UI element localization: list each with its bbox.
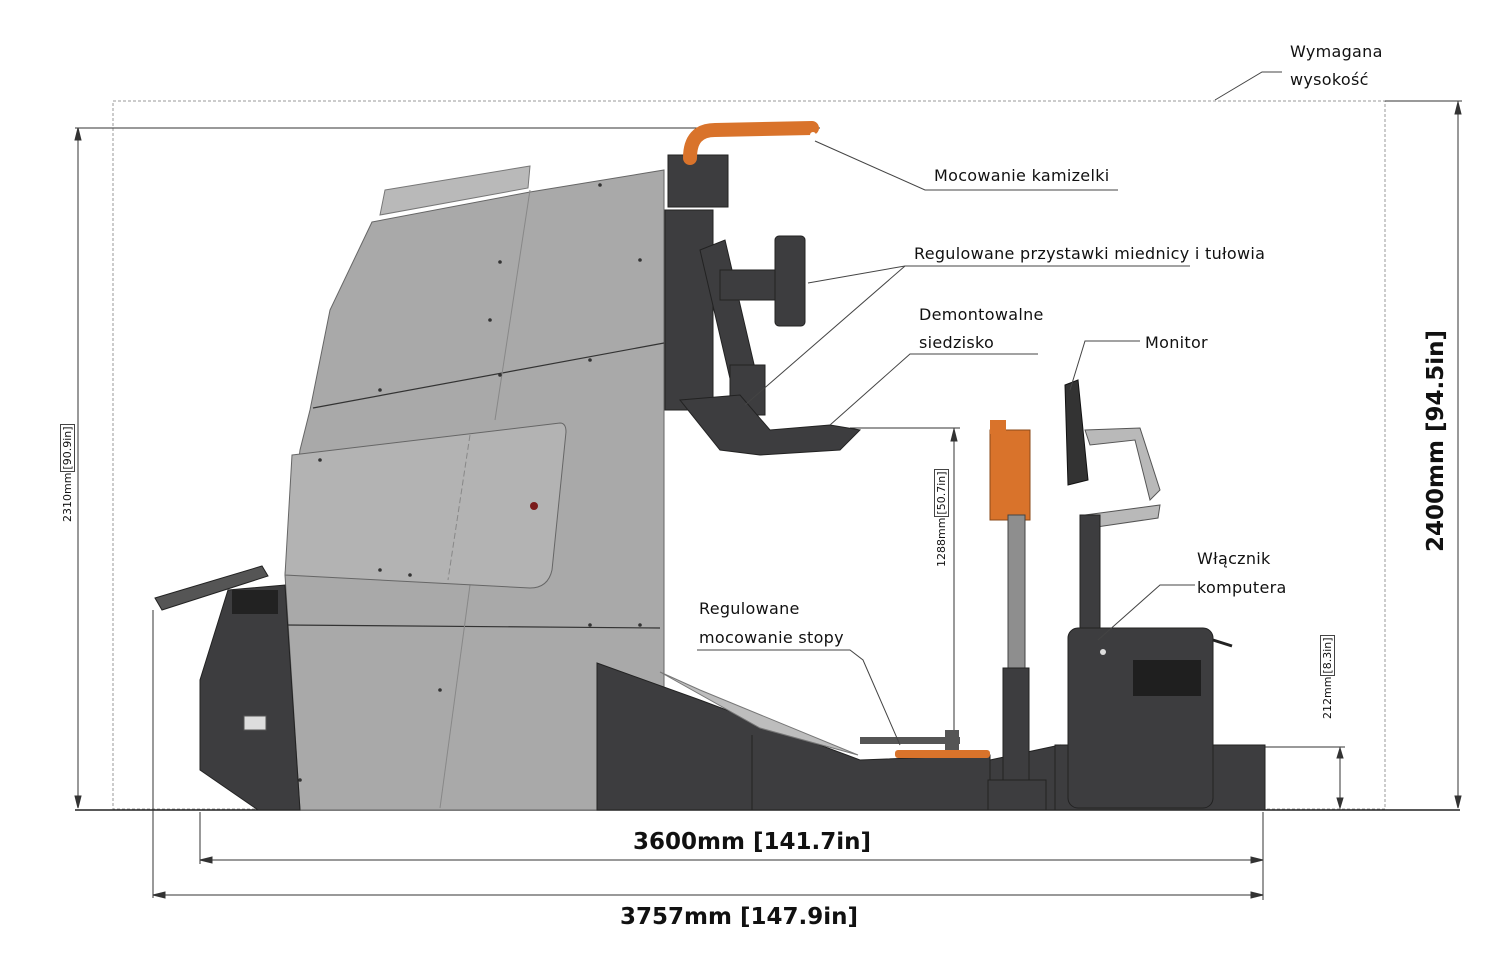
label-foot-mount-line2: mocowanie stopy (699, 628, 844, 647)
dimension-2310 (74, 127, 820, 809)
label-monitor: Monitor (1145, 333, 1208, 352)
label-foot-mount-line1: Regulowane (699, 599, 800, 618)
dimension-width-total-text: 3757mm [147.9in] (620, 904, 858, 930)
foot-mount (860, 730, 990, 758)
dimension-width-inner-text: 3600mm [141.7in] (633, 829, 871, 855)
dimension-212 (1260, 746, 1345, 810)
leader-lines (697, 71, 1282, 746)
dimension-3757 (152, 610, 1264, 899)
torso-frame (664, 154, 862, 456)
dimension-2310-text: 2310mm[90.9in] (60, 424, 75, 522)
label-switch-line1: Włącznik (1197, 549, 1271, 568)
dimension-212-text: 212mm[8.3in] (1320, 635, 1335, 719)
adjustable-stand (987, 420, 1047, 811)
label-seat-line2: siedzisko (919, 333, 995, 352)
label-seat-line1: Demontowalne (919, 305, 1044, 324)
computer-cabinet (1067, 627, 1233, 809)
label-required-height-line2: wysokość (1290, 70, 1369, 89)
label-pelvis-torso: Regulowane przystawki miednicy i tułowia (914, 244, 1266, 263)
dimension-2400 (1385, 100, 1462, 809)
label-required-height-line1: Wymagana (1290, 42, 1383, 61)
machine-shell (154, 165, 665, 811)
dimension-1288-text: 1288mm[50.7in] (934, 469, 949, 567)
dimension-height-required-text: 2400mm [94.5in] (1423, 330, 1449, 552)
dimension-3600 (199, 812, 1264, 900)
label-vest-mount: Mocowanie kamizelki (934, 166, 1110, 185)
label-switch-line2: komputera (1197, 578, 1287, 597)
monitor-assembly (1064, 379, 1161, 636)
vest-mount (683, 121, 819, 165)
